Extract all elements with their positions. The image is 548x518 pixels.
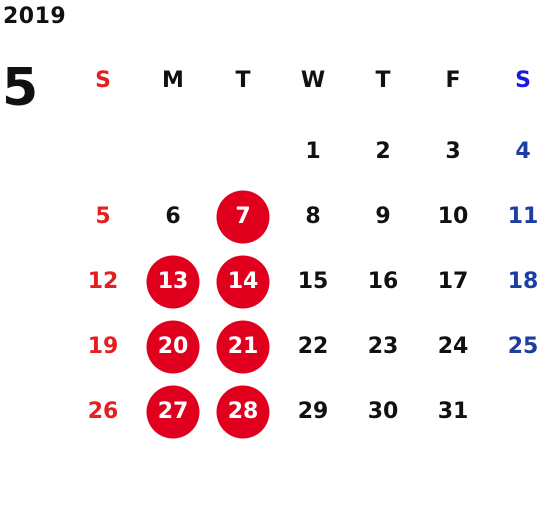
day-number: 19 <box>87 334 119 359</box>
day-number: 16 <box>367 269 399 294</box>
day-cell: 17 <box>418 249 488 314</box>
day-number: 20 <box>157 334 189 359</box>
day-number: 23 <box>367 334 399 359</box>
day-cell: 7 <box>208 184 278 249</box>
day-cell: 3 <box>418 119 488 184</box>
day-number: 8 <box>305 204 321 229</box>
day-cell: 5 <box>68 184 138 249</box>
day-cell: 2 <box>348 119 418 184</box>
day-cell: 27 <box>138 379 208 444</box>
weekday-monday: M <box>162 68 184 93</box>
day-number: 28 <box>227 399 259 424</box>
day-number: 12 <box>87 269 119 294</box>
weekday-thursday: T <box>375 68 391 93</box>
day-number: 2 <box>375 139 391 164</box>
day-number: 17 <box>437 269 469 294</box>
day-cell: 10 <box>418 184 488 249</box>
day-cell: 4 <box>488 119 548 184</box>
day-cell: 8 <box>278 184 348 249</box>
day-cell: 13 <box>138 249 208 314</box>
day-cell: 24 <box>418 314 488 379</box>
day-cell: 21 <box>208 314 278 379</box>
day-number: 26 <box>87 399 119 424</box>
day-cell: 28 <box>208 379 278 444</box>
day-cell: 26 <box>68 379 138 444</box>
day-number: 9 <box>375 204 391 229</box>
weekday-tuesday: T <box>235 68 251 93</box>
day-number: 29 <box>297 399 329 424</box>
day-cell: 23 <box>348 314 418 379</box>
day-number: 3 <box>445 139 461 164</box>
weekday-friday: F <box>445 68 461 93</box>
day-cell: 30 <box>348 379 418 444</box>
day-cell: 14 <box>208 249 278 314</box>
day-number: 1 <box>305 139 321 164</box>
day-number: 22 <box>297 334 329 359</box>
day-cell: 25 <box>488 314 548 379</box>
day-number: 7 <box>235 204 251 229</box>
day-cell: 15 <box>278 249 348 314</box>
weekday-wednesday: W <box>300 68 326 93</box>
day-number: 10 <box>437 204 469 229</box>
month-number: 5 <box>2 58 39 118</box>
weekday-sunday: S <box>95 68 111 93</box>
day-cell: 12 <box>68 249 138 314</box>
day-number: 21 <box>227 334 259 359</box>
weekday-saturday: S <box>515 68 531 93</box>
day-cell: 1 <box>278 119 348 184</box>
day-number: 15 <box>297 269 329 294</box>
day-cell: 22 <box>278 314 348 379</box>
day-cell: 29 <box>278 379 348 444</box>
day-cell: 31 <box>418 379 488 444</box>
year-label: 2019 <box>3 4 67 29</box>
day-number: 30 <box>367 399 399 424</box>
day-cell: 6 <box>138 184 208 249</box>
day-number: 4 <box>515 139 531 164</box>
day-cell: 18 <box>488 249 548 314</box>
day-cell: 16 <box>348 249 418 314</box>
day-number: 31 <box>437 399 469 424</box>
day-cell: 9 <box>348 184 418 249</box>
day-number: 24 <box>437 334 469 359</box>
day-number: 25 <box>507 334 539 359</box>
day-cell: 11 <box>488 184 548 249</box>
day-cell: 20 <box>138 314 208 379</box>
day-number: 14 <box>227 269 259 294</box>
day-number: 13 <box>157 269 189 294</box>
day-number: 18 <box>507 269 539 294</box>
day-number: 11 <box>507 204 539 229</box>
day-cell: 19 <box>68 314 138 379</box>
day-number: 6 <box>165 204 181 229</box>
day-number: 5 <box>95 204 111 229</box>
day-number: 27 <box>157 399 189 424</box>
